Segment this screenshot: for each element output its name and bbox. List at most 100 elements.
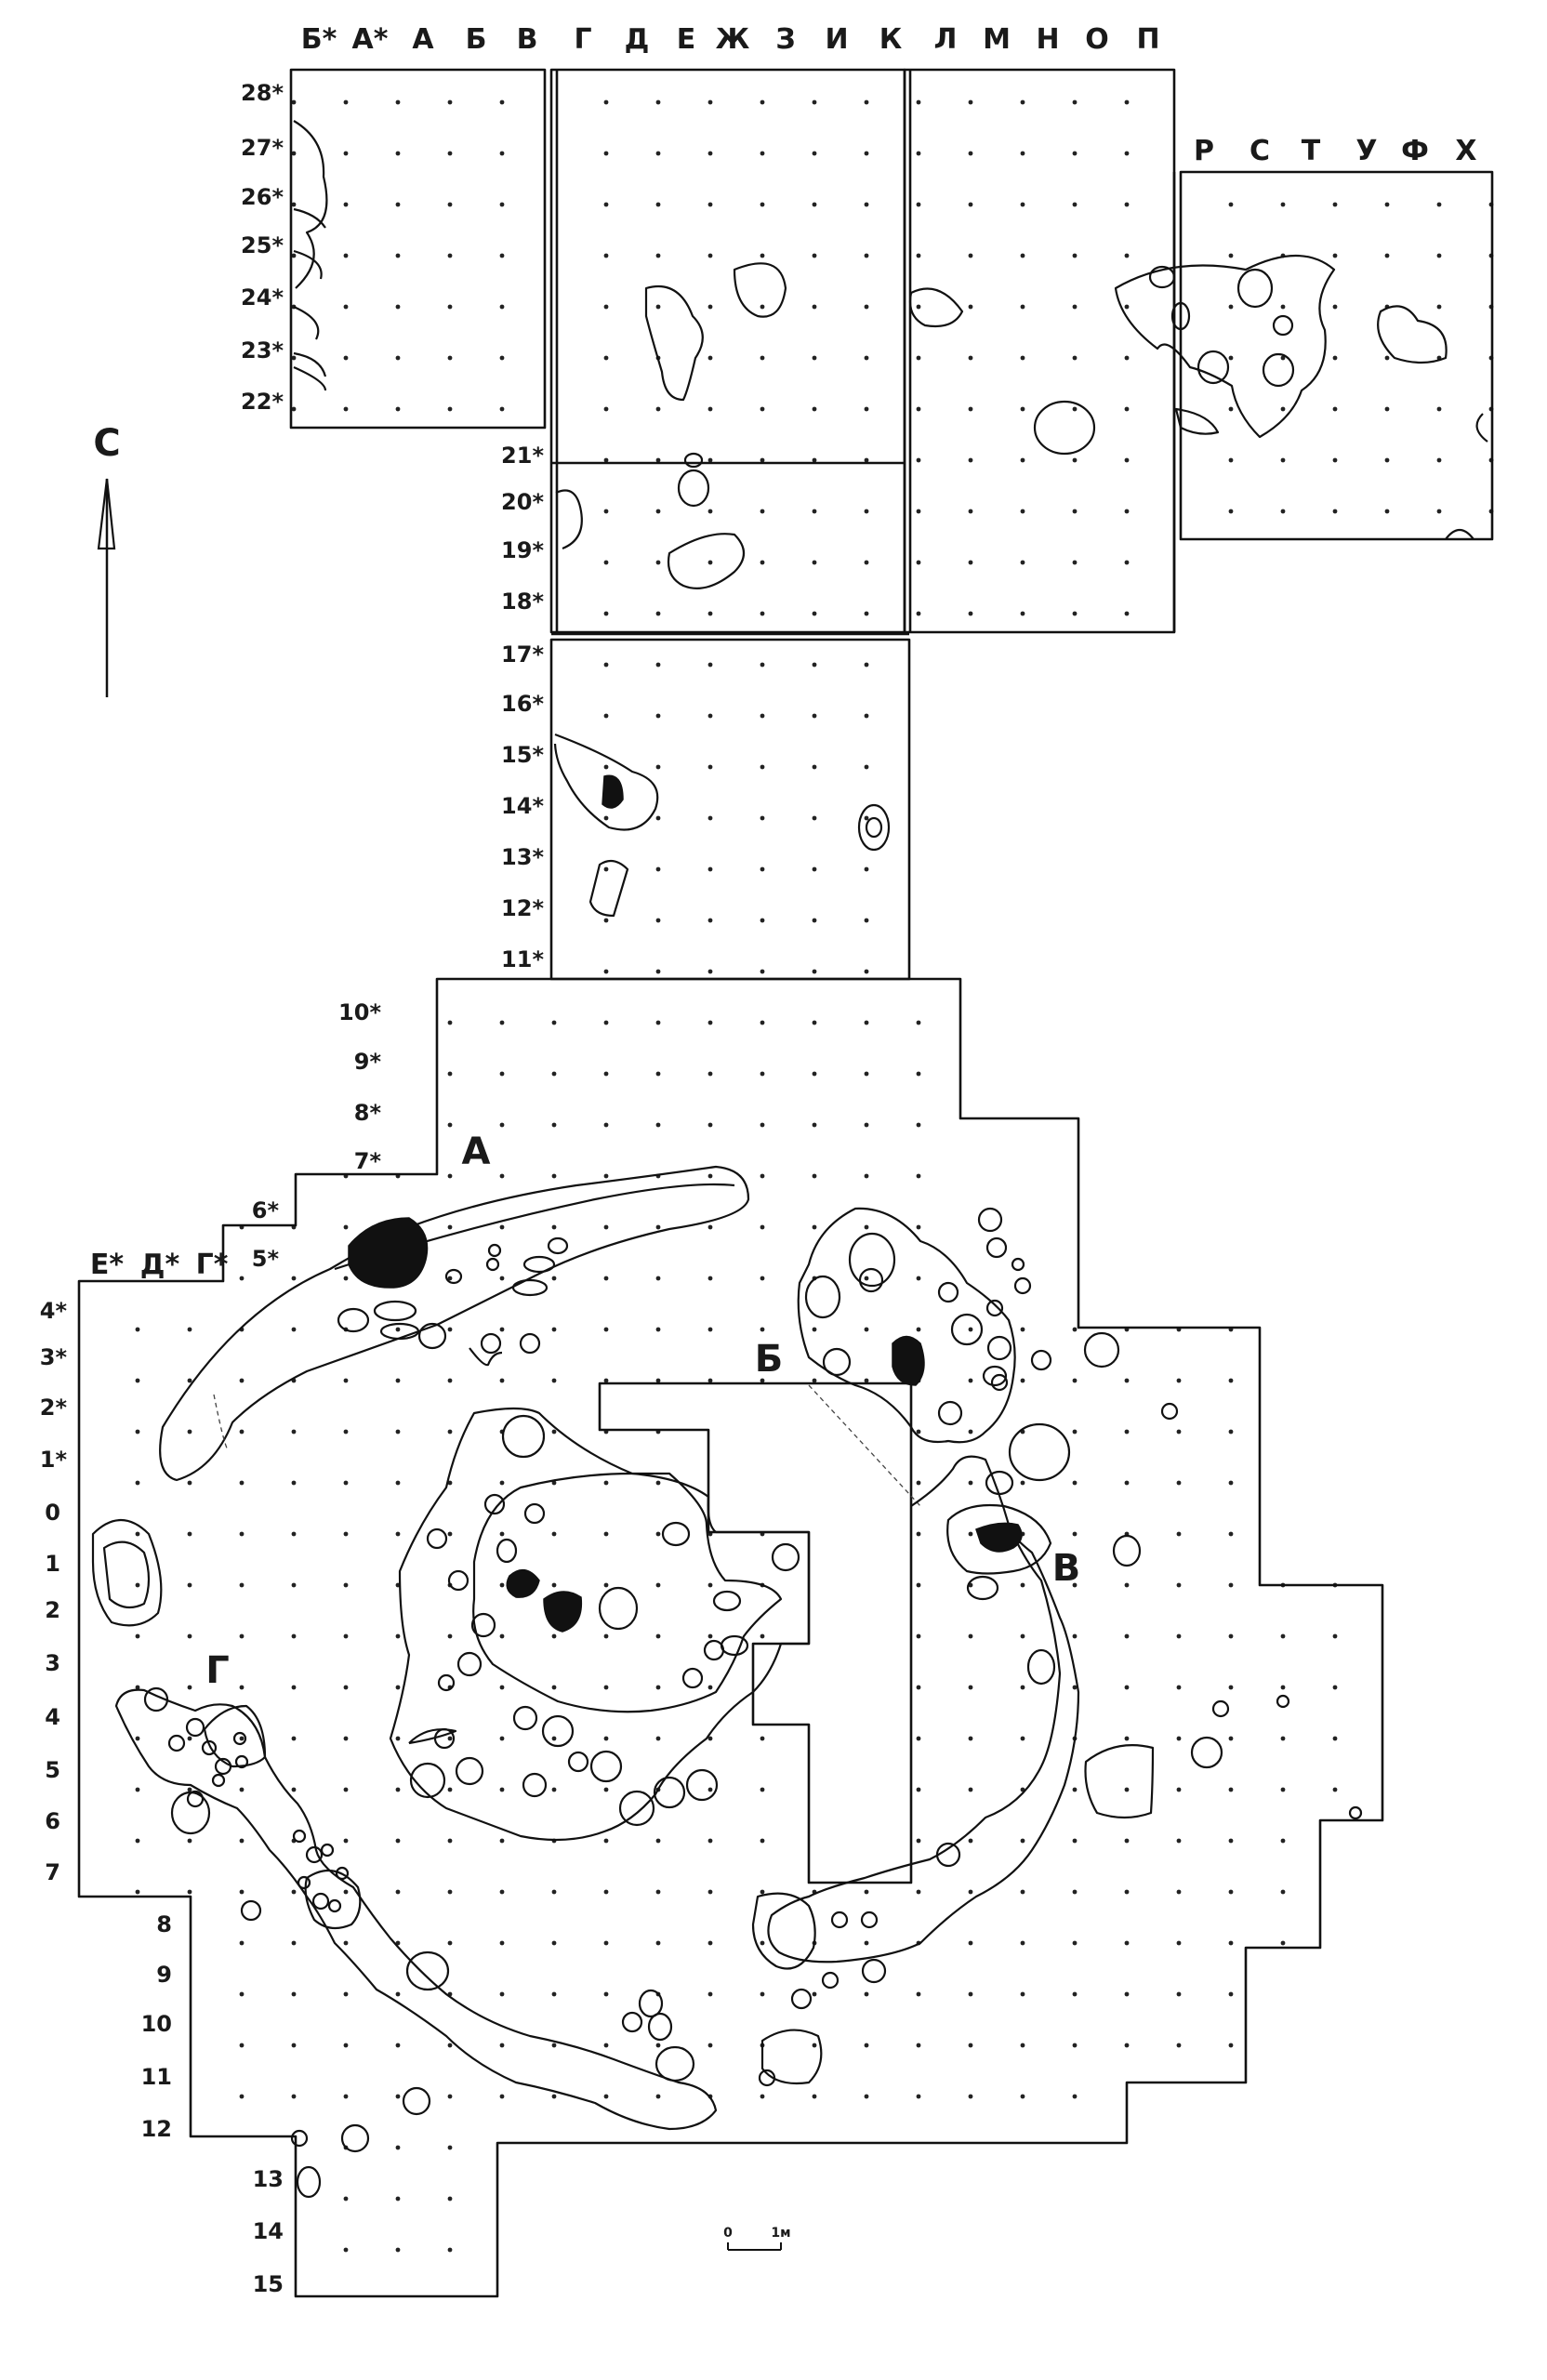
grid-point xyxy=(603,1224,609,1230)
grid-point xyxy=(603,1736,609,1741)
grid-point xyxy=(1176,1940,1182,1946)
grid-point xyxy=(1072,1327,1078,1332)
grid-point xyxy=(812,1224,817,1230)
grid-point xyxy=(499,1327,505,1332)
grid-point xyxy=(1332,1633,1338,1639)
grid-point xyxy=(864,1071,869,1077)
grid-point xyxy=(812,1378,817,1383)
row-label: 17* xyxy=(501,641,544,668)
grid-point xyxy=(343,1276,349,1281)
grid-point xyxy=(1124,202,1130,207)
grid-point xyxy=(1228,304,1234,310)
grid-point xyxy=(655,1378,661,1383)
grid-point xyxy=(1020,1889,1025,1895)
grid-point xyxy=(1384,202,1390,207)
grid-point xyxy=(291,1991,297,1997)
grid-point xyxy=(760,1327,765,1332)
grid-point xyxy=(968,1378,973,1383)
grid-point xyxy=(603,253,609,258)
row-label: 9* xyxy=(354,1049,382,1075)
grid-point xyxy=(968,304,973,310)
grid-point xyxy=(968,1940,973,1946)
central-dwelling xyxy=(389,1407,811,1842)
grid-point xyxy=(812,1020,817,1025)
grid-point xyxy=(499,1991,505,1997)
grid-point xyxy=(1020,1378,1025,1383)
column-label-left: Д* xyxy=(140,1249,180,1281)
grid-point xyxy=(1176,1685,1182,1690)
grid-point xyxy=(760,1122,765,1128)
grid-point xyxy=(343,1787,349,1792)
grid-point xyxy=(603,1838,609,1844)
grid-point xyxy=(395,1685,401,1690)
grid-point xyxy=(1020,1991,1025,1997)
grid-point xyxy=(812,99,817,105)
grid-point xyxy=(291,2094,297,2099)
grid-point xyxy=(864,253,869,258)
grid-point xyxy=(499,355,505,361)
grid-point xyxy=(1020,457,1025,463)
grid-point xyxy=(760,815,765,821)
grid-point xyxy=(1072,2043,1078,2048)
grid-point xyxy=(239,1633,245,1639)
grid-point xyxy=(395,2196,401,2202)
grid-point xyxy=(551,2043,557,2048)
grid-point xyxy=(1020,1940,1025,1946)
grid-point xyxy=(760,457,765,463)
grid-point xyxy=(499,1020,505,1025)
grid-point xyxy=(1020,151,1025,156)
grid-point xyxy=(499,1224,505,1230)
grid-point xyxy=(499,1685,505,1690)
grid-point xyxy=(1020,406,1025,412)
grid-point xyxy=(655,509,661,514)
grid-point xyxy=(655,1633,661,1639)
grid-point xyxy=(395,1838,401,1844)
grid-point xyxy=(1228,1787,1234,1792)
grid-point xyxy=(135,1838,140,1844)
grid-point xyxy=(1176,1991,1182,1997)
row-label: 12 xyxy=(141,2116,172,2142)
grid-point xyxy=(603,866,609,872)
grid-point xyxy=(864,1173,869,1179)
grid-point xyxy=(291,355,297,361)
grid-point xyxy=(603,99,609,105)
grid-point xyxy=(707,202,713,207)
grid-point xyxy=(812,560,817,565)
grid-point xyxy=(655,1838,661,1844)
grid-point xyxy=(603,1889,609,1895)
grid-point xyxy=(968,1429,973,1435)
grid-point xyxy=(447,2043,453,2048)
grid-point xyxy=(916,151,921,156)
grid-point xyxy=(864,969,869,974)
grid-point xyxy=(447,253,453,258)
grid-point xyxy=(551,1991,557,1997)
grid-point xyxy=(343,1940,349,1946)
grid-point xyxy=(812,509,817,514)
grid-point xyxy=(655,457,661,463)
grid-point xyxy=(603,1940,609,1946)
block-upper-left xyxy=(289,68,547,430)
grid-point xyxy=(343,304,349,310)
grid-point xyxy=(291,1889,297,1895)
grid-point xyxy=(864,406,869,412)
grid-point xyxy=(1072,1582,1078,1588)
grid-point xyxy=(551,1276,557,1281)
grid-point xyxy=(395,1633,401,1639)
grid-point xyxy=(1072,509,1078,514)
grid-point xyxy=(551,1940,557,1946)
grid-point xyxy=(187,1685,192,1690)
grid-point xyxy=(603,662,609,668)
column-label-top: Е xyxy=(677,23,696,56)
grid-point xyxy=(916,2043,921,2048)
grid-point xyxy=(1280,406,1286,412)
grid-point xyxy=(968,202,973,207)
column-label-right: Х xyxy=(1455,135,1476,167)
grid-point xyxy=(707,509,713,514)
grid-point xyxy=(864,1122,869,1128)
grid-point xyxy=(343,1838,349,1844)
grid-point xyxy=(1124,1940,1130,1946)
grid-point xyxy=(447,1480,453,1486)
grid-point xyxy=(1280,509,1286,514)
grid-point xyxy=(916,202,921,207)
grid-point xyxy=(812,2094,817,2099)
